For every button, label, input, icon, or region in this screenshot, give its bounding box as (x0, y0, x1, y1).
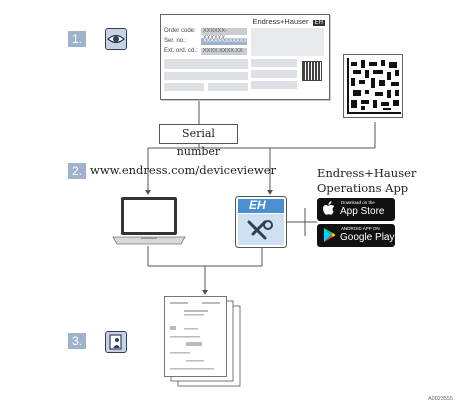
step-3-number: 3. (68, 333, 86, 349)
tablet-app-icon: EH (235, 196, 287, 248)
step-1-number: 1. (68, 31, 86, 47)
laptop-icon (111, 196, 187, 248)
data-matrix-code-icon (343, 54, 403, 118)
nameplate-qr-icon (302, 61, 322, 81)
nameplate-logo: EH (312, 20, 325, 26)
google-play-icon (324, 228, 336, 242)
nameplate-ext-order-value: XXXX.XXXX.XX (201, 48, 247, 55)
serial-number-label: Serial number (159, 124, 238, 158)
eye-icon (105, 28, 127, 50)
google-play-big-text: Google Play (340, 232, 395, 243)
nameplate-ext-order-label: Ext. ord. cd.: (164, 48, 198, 54)
app-store-small-text: Download on the (341, 200, 375, 205)
apple-icon (323, 201, 335, 215)
document-id: A0023555 (428, 396, 454, 402)
app-store-button[interactable]: Download on the App Store (317, 198, 395, 221)
app-title-line1: Endress+Hauser (317, 166, 417, 180)
nameplate-order-code-value: XXXXXX-XXXXXX (201, 28, 247, 41)
step-2-number: 2. (68, 163, 86, 179)
device-viewer-url[interactable]: www.endress.com/deviceviewer (90, 163, 277, 177)
app-title-line2: Operations App (317, 181, 409, 195)
nameplate-brand: Endress+Hauser EH (252, 17, 325, 26)
nameplate-serial-label: Ser. no.: (164, 38, 187, 44)
nameplate-order-code-label: Order code: (164, 28, 196, 34)
nameplate-right-panel (251, 28, 324, 95)
manual-reader-icon (105, 331, 127, 353)
serial-number-text: Serial number (176, 127, 221, 158)
nameplate-serial-value: XXXXXXXXXXXX (201, 38, 248, 45)
nameplate-brand-text: Endress+Hauser (252, 17, 309, 26)
app-store-big-text: App Store (340, 206, 385, 217)
google-play-small-text: ANDROID APP ON (341, 226, 380, 231)
tablet-logo-letters: EH (249, 198, 266, 212)
document-stack-icon (164, 296, 246, 388)
nameplate-placeholder-blocks (164, 59, 248, 95)
google-play-button[interactable]: ANDROID APP ON Google Play (317, 224, 395, 247)
device-nameplate: Endress+Hauser EH Order code: XXXXXX-XXX… (160, 14, 330, 100)
